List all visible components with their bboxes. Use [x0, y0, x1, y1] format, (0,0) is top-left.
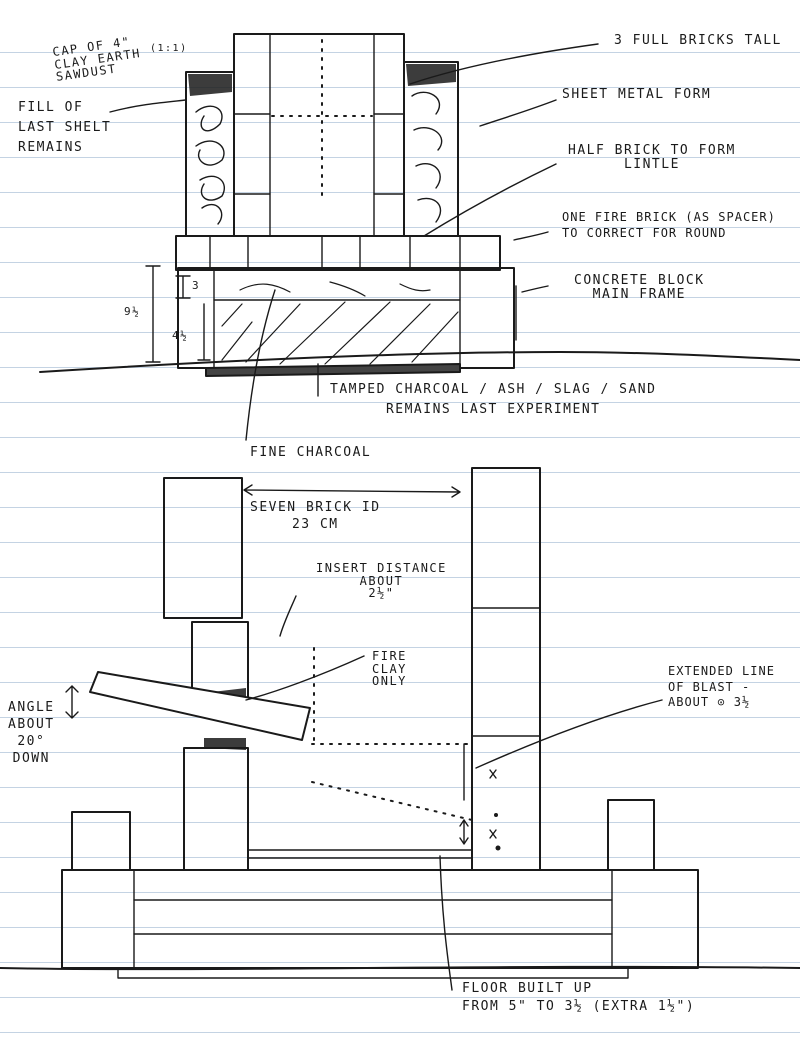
top-diagram: [39, 33, 800, 441]
extended-line-label: EXTENDED LINE OF BLAST - ABOUT ⊙ 3½: [668, 664, 775, 710]
dim-total-label: 9½: [124, 305, 141, 318]
fire-brick-spacer-row: [175, 235, 501, 271]
sheet-metal-label: SHEET METAL FORM: [562, 87, 712, 102]
top-leader-lines: [109, 43, 599, 441]
tamped-charcoal-layer: [205, 363, 461, 377]
fire-brick-label: ONE FIRE BRICK (AS SPACER) TO CORRECT FO…: [562, 210, 776, 240]
dim-lower-label: 4½: [172, 329, 189, 342]
floor-slab: [61, 869, 699, 979]
left-furnace-wall: [163, 477, 249, 871]
fine-charcoal-label: FINE CHARCOAL: [250, 445, 372, 460]
fire-clay-label: FIRE CLAY ONLY: [372, 649, 407, 689]
dim-upper-label: 3: [192, 279, 201, 292]
sheet-metal-form: [185, 61, 459, 237]
top-ground-line: [39, 351, 800, 373]
chimney-bricks: [233, 33, 405, 237]
dimension-lines: [145, 265, 517, 363]
bottom-diagram: [0, 467, 800, 991]
seven-brick-label: SEVEN BRICK ID 23 cm: [250, 500, 381, 532]
outer-brick-left: [71, 811, 131, 871]
cap-mark-label: (1:1): [150, 43, 188, 54]
concrete-label: CONCRETE BLOCK MAIN FRAME: [574, 273, 705, 302]
bricks-tall-label: 3 FULL BRICKS TALL: [614, 33, 782, 48]
brick-id-arrow: [243, 484, 461, 498]
insert-distance-label: INSERT DISTANCE ABOUT 2½": [316, 561, 447, 601]
blast-lines: [311, 647, 473, 845]
tamped-label: TAMPED CHARCOAL / ASH / SLAG / SAND REMA…: [330, 382, 657, 418]
raised-floor: [247, 849, 473, 859]
bottom-leader-lines: [245, 595, 663, 991]
angle-label: ANGLE ABOUT 20° DOWN: [8, 700, 55, 766]
fill-label: FILL OF LAST SHELT REMAINS: [18, 100, 112, 156]
right-furnace-wall: [471, 467, 541, 871]
outer-brick-right: [607, 799, 655, 871]
angle-arrow: [65, 685, 79, 719]
floor-built-label: FLOOR BUILT UP FROM 5" TO 3½ (EXTRA 1½"): [462, 981, 696, 1014]
half-brick-label: HALF BRICK TO FORM LINTLE: [568, 143, 736, 172]
tuyere: [89, 671, 311, 741]
